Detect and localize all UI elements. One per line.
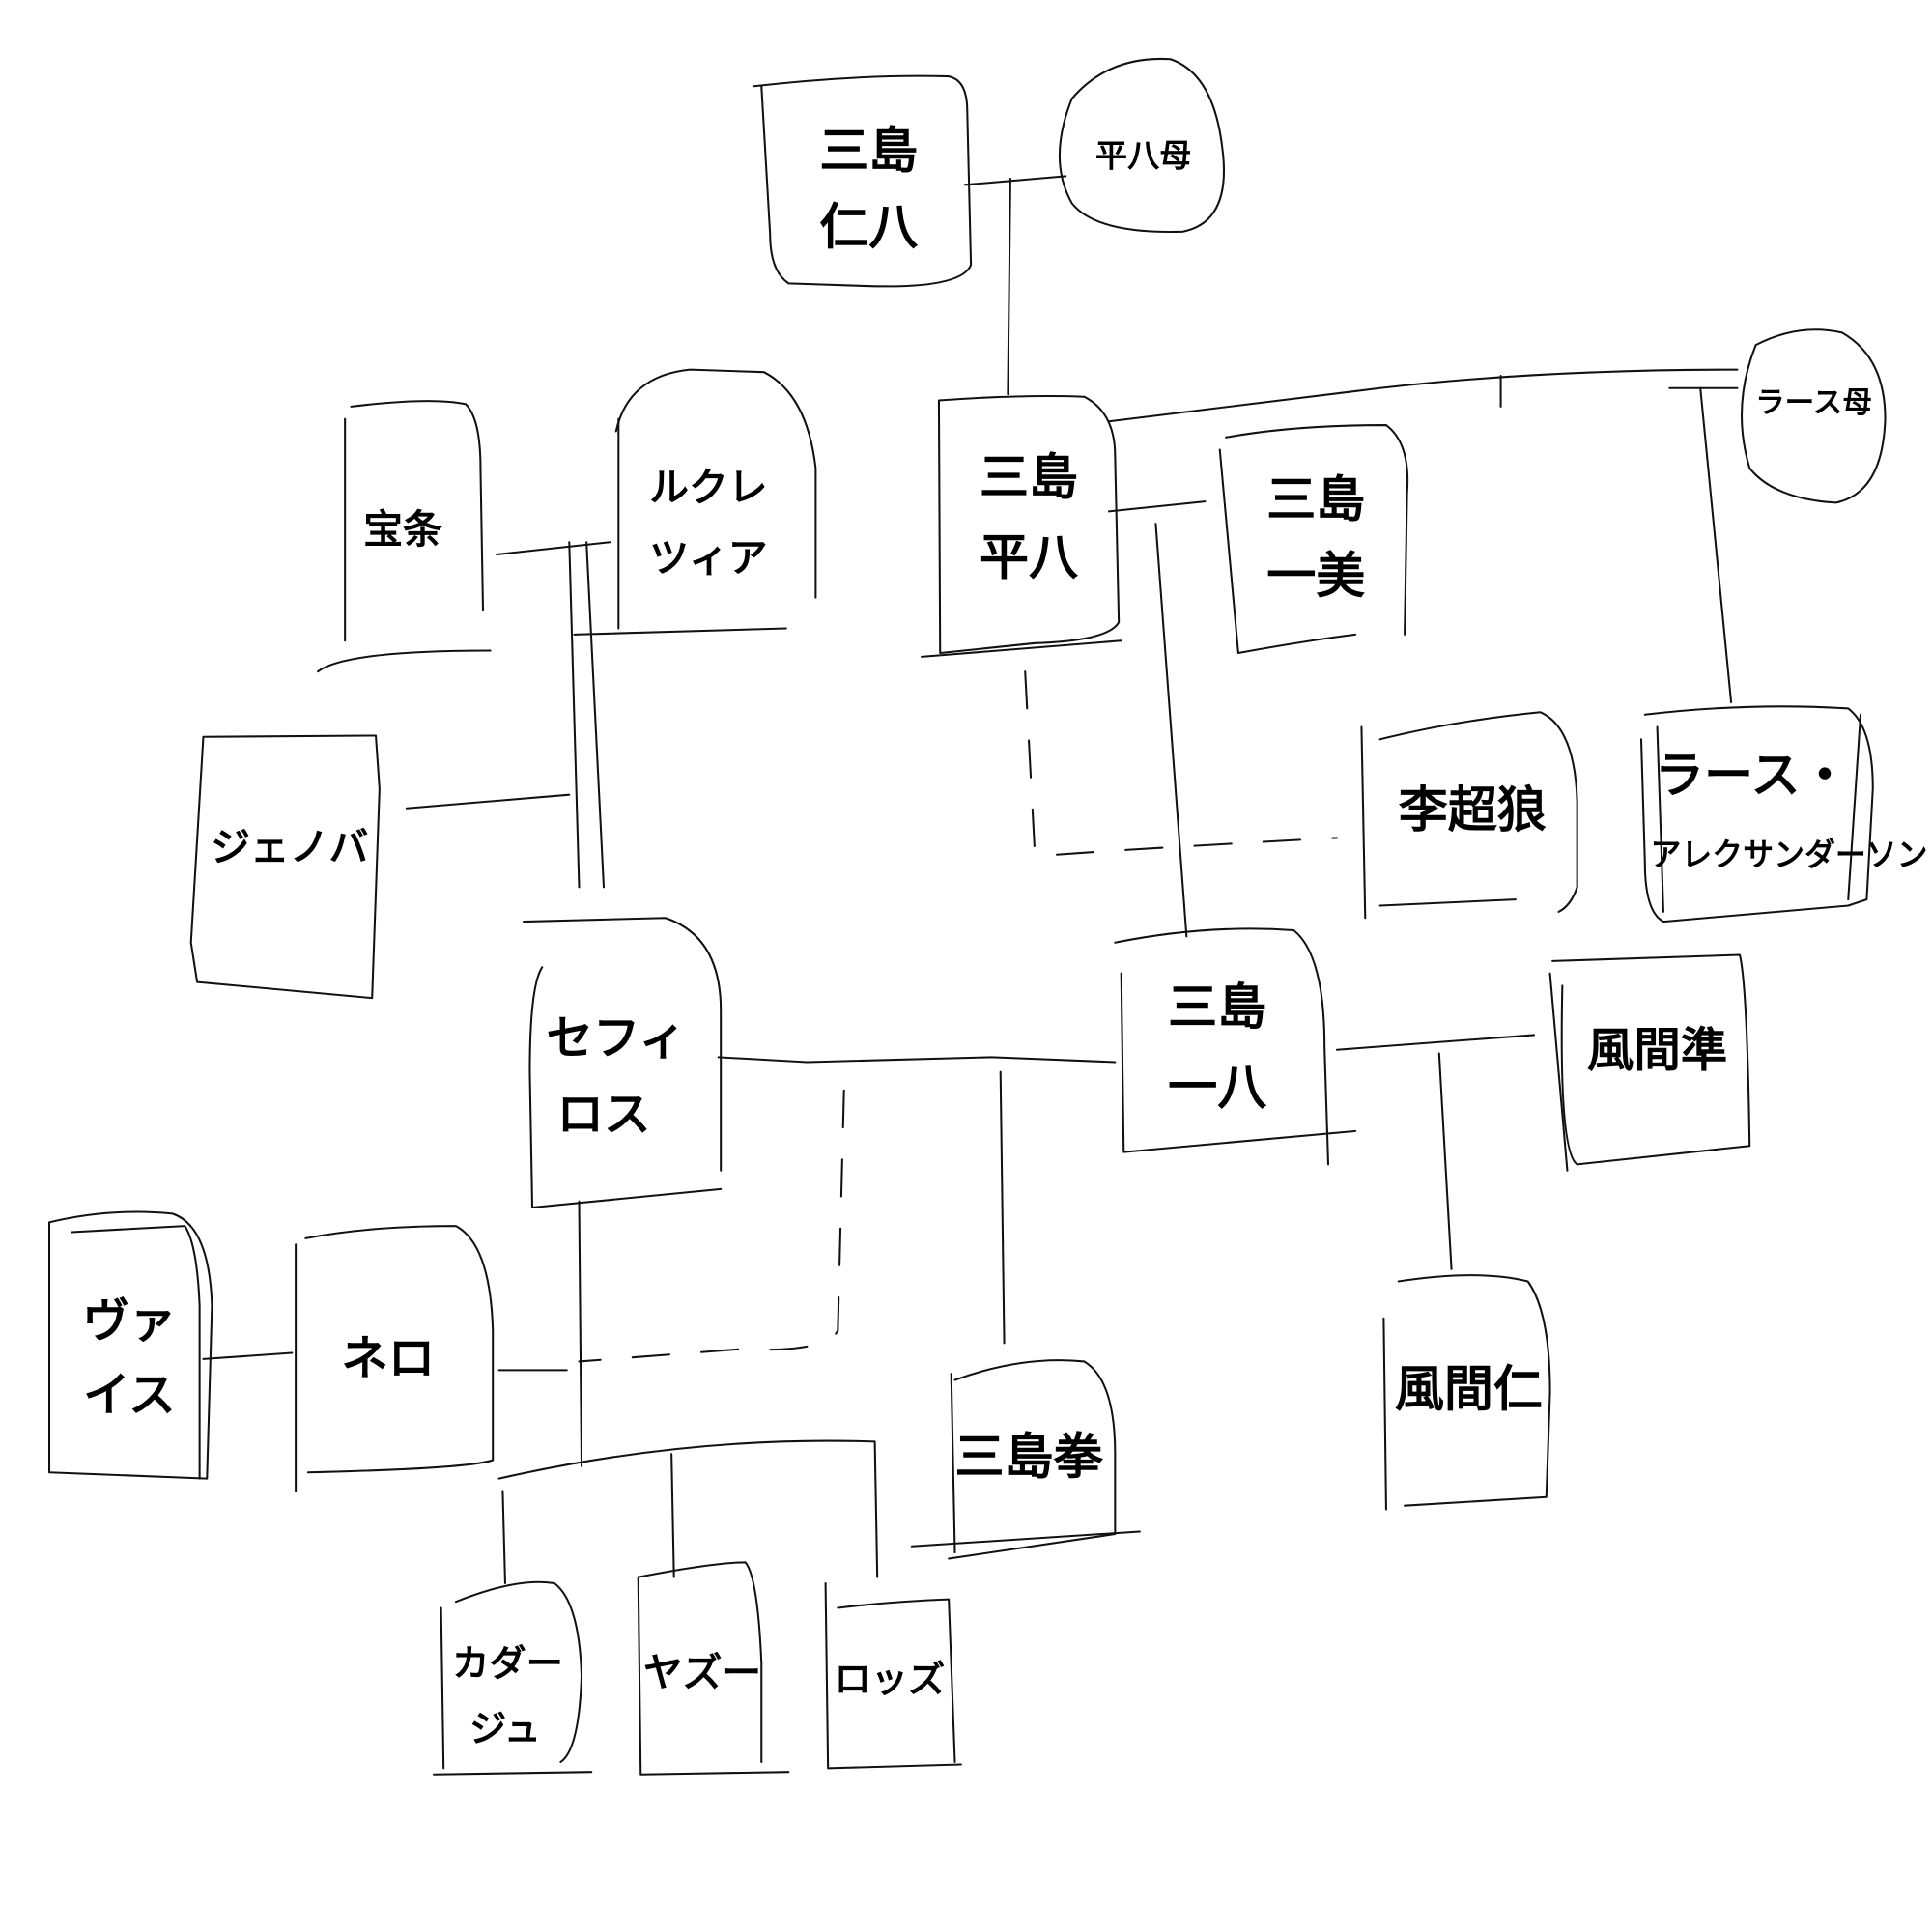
node-label: 三島	[819, 123, 918, 180]
node-label: 仁八	[819, 200, 919, 257]
node-label: ラース・	[1655, 748, 1850, 805]
node-jinpachi: 三島 仁八	[819, 123, 919, 256]
node-sephiroth: セフィ ロス	[547, 1011, 686, 1142]
node-label: カダー	[452, 1642, 563, 1686]
node-label: 三島	[1168, 980, 1266, 1037]
node-kazumi: 三島 一美	[1266, 471, 1365, 605]
connector-lines	[202, 175, 1739, 1585]
node-label: ジュ	[469, 1708, 541, 1751]
node-weiss: ヴァ イス	[82, 1294, 176, 1423]
node-label: 一美	[1266, 548, 1365, 605]
node-label: 三島	[1266, 471, 1365, 528]
node-label: イス	[83, 1369, 175, 1423]
node-label: ルクレ	[649, 465, 767, 511]
node-label: ヴァ	[82, 1294, 176, 1349]
node-jun: 風間準	[1587, 1024, 1727, 1078]
node-label: ツィア	[649, 534, 767, 581]
node-jin: 風間仁	[1395, 1361, 1543, 1418]
node-heihachi: 三島 平八	[980, 449, 1079, 586]
node-kazuya: 三島 一八	[1168, 980, 1267, 1117]
node-label: 一八	[1168, 1060, 1267, 1117]
node-lars: ラース・ アレクサンダーソン	[1651, 748, 1928, 873]
node-label: セフィ	[547, 1011, 686, 1065]
node-shapes	[47, 57, 1887, 1776]
node-lars-mother: ラース母	[1755, 386, 1872, 420]
node-heihachi-mother: 平八母	[1095, 137, 1191, 175]
node-loz: ロッズ	[835, 1659, 946, 1702]
node-jenova: ジェノバ	[211, 824, 368, 870]
node-ken: 三島拳	[955, 1429, 1104, 1486]
node-lee: 李超狼	[1399, 782, 1547, 839]
node-hojo: 宝条	[363, 506, 442, 553]
node-lucrecia: ルクレ ツィア	[649, 465, 767, 582]
node-label: 三島	[980, 449, 1078, 506]
node-label: ロス	[557, 1088, 651, 1142]
node-label: 平八	[980, 529, 1079, 586]
node-kadaj: カダー ジュ	[452, 1642, 563, 1751]
node-label: アレクサンダーソン	[1651, 836, 1928, 873]
node-yazoo: ヤズー	[643, 1650, 761, 1696]
node-nero: ネロ	[341, 1331, 435, 1385]
